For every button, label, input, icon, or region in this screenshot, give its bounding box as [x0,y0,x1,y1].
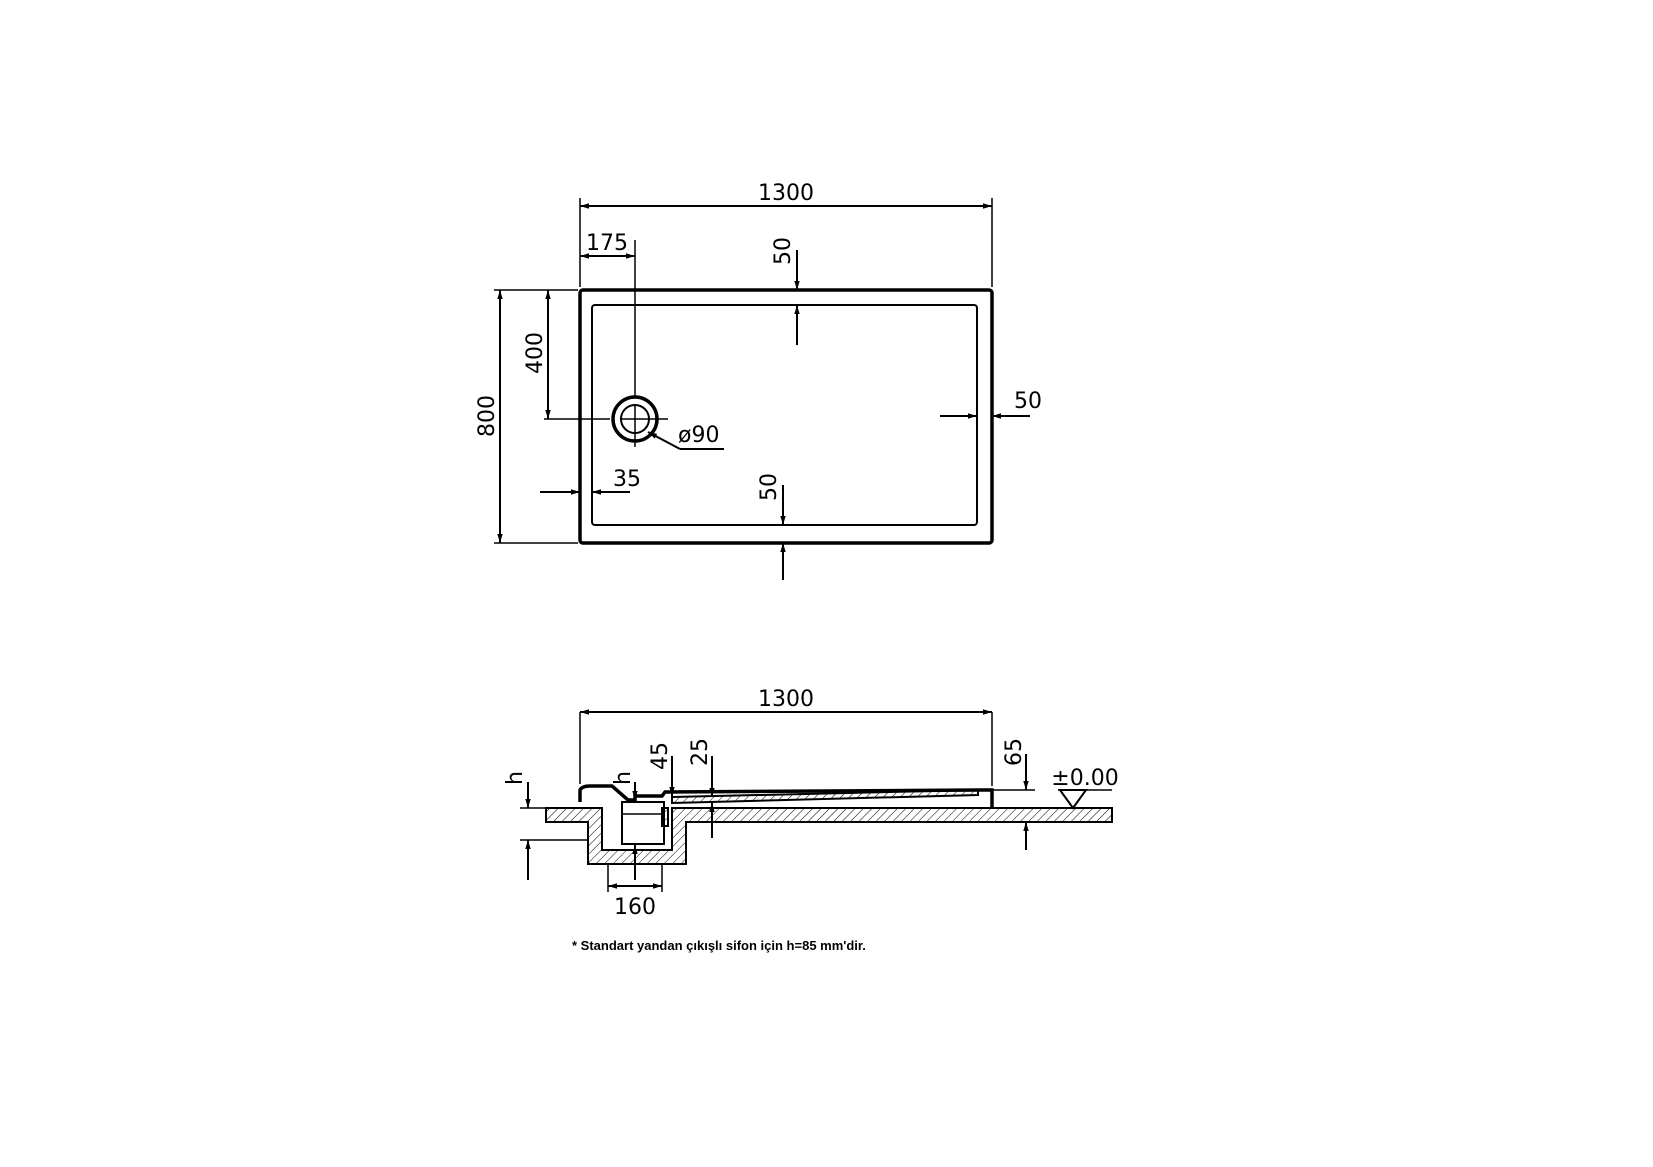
section-width-label: 1300 [758,687,814,712]
floor-slab [545,807,1113,865]
depth-25-label: 25 [688,738,713,766]
plan-width-label: 1300 [758,181,814,206]
plan-height-dimension [494,289,578,544]
drain-x-offset-label: 175 [586,231,628,256]
drain-diameter-label: ø90 [678,423,719,448]
height-65-label: 65 [1002,738,1027,766]
drain-width-label: 160 [614,895,656,920]
plan-width-dimension [579,198,993,287]
section-width-dimension [579,709,993,786]
h-left-label: h [503,771,528,785]
level-marker [1058,789,1112,810]
h-drain-label: h [611,771,636,785]
footnote: * Standart yandan çıkışlı sifon için h=8… [572,938,866,953]
h-left-dimension [520,782,588,880]
tray-inner-outline [591,304,978,526]
tray-outer-outline [578,288,994,545]
plan-height-label: 800 [475,395,500,437]
rim-top-label: 50 [771,237,796,265]
drain-width-dimension [607,864,663,892]
rim-right-label: 50 [1014,389,1042,414]
plan-view: 1300 175 800 400 ø90 50 50 [475,181,1042,580]
rim-left-label: 35 [613,467,641,492]
section-view: 1300 h h 45 25 6 [503,687,1119,920]
drain-symbol [544,240,724,450]
depth-45-label: 45 [648,742,673,770]
rim-bottom-label: 50 [757,473,782,501]
level-label: ±0.00 [1051,766,1118,791]
tray-section [578,784,994,845]
drain-y-offset-label: 400 [523,332,548,374]
height-65-dimension [992,754,1035,850]
